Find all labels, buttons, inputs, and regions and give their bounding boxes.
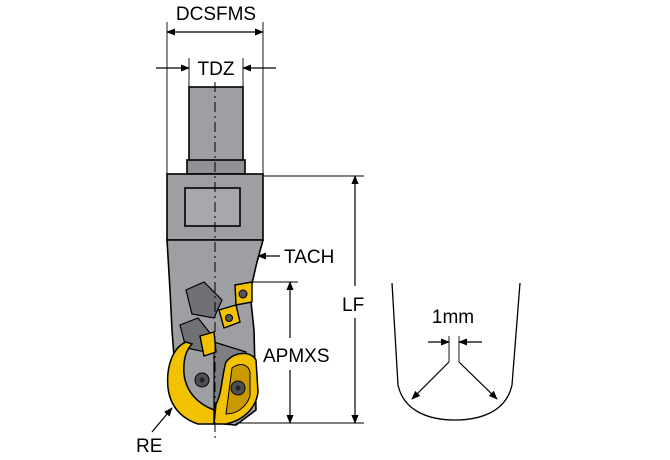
shank: [188, 86, 244, 165]
apmxs-dimension: APMXS: [250, 281, 330, 424]
screw-middle: [225, 314, 233, 322]
collar-flat: [184, 187, 241, 227]
detail-label: 1mm: [432, 307, 474, 328]
tdz-dimension: TDZ: [156, 58, 276, 87]
screw-ball-right-hole: [235, 385, 241, 391]
shank-groove: [186, 159, 246, 175]
dcsfms-label: DCSFMS: [176, 4, 256, 25]
screw-ball-left-hole: [199, 377, 205, 383]
detail-view: 1mm: [391, 282, 521, 421]
inserts: [166, 281, 259, 425]
tach-label: TACH: [284, 247, 334, 268]
lf-dimension: LF: [236, 175, 364, 424]
apmxs-label: APMXS: [263, 346, 330, 367]
re-callout: RE: [136, 407, 173, 457]
insert-left-small: [199, 331, 217, 357]
detail-profile: [391, 282, 521, 421]
dcsfms-dimension: DCSFMS: [166, 4, 264, 174]
tach-dimension: TACH: [257, 247, 334, 268]
lf-label: LF: [342, 295, 364, 316]
chip-flute: [185, 281, 223, 319]
tdz-label: TDZ: [198, 59, 235, 80]
screw-upper: [238, 289, 248, 299]
re-label: RE: [136, 436, 162, 457]
